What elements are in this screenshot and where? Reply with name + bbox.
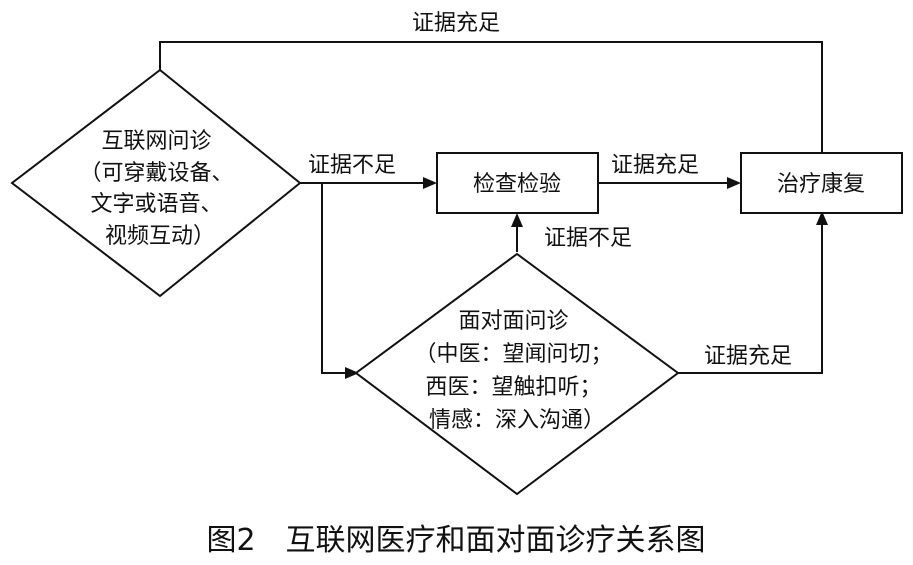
edge-label-exam-to-treatment: 证据充足 xyxy=(611,153,699,178)
exam-test-label: 检查检验 xyxy=(473,172,561,197)
internet-consultation-label: 互联网问诊 （可穿戴设备、 文字或语音、 视频互动） xyxy=(79,129,240,249)
edge-f2f-to-treatment xyxy=(678,222,823,374)
internet-consultation-decision xyxy=(10,68,302,298)
figure-caption: 图2 互联网医疗和面对面诊疗关系图 xyxy=(206,523,705,558)
treatment-rehab-box xyxy=(740,152,903,214)
arrowhead-treatment-left xyxy=(727,177,741,189)
arrowhead-treatment-bottom xyxy=(816,211,828,225)
arrowhead-exam-bottom xyxy=(511,213,523,227)
edge-label-internet-to-exam: 证据不足 xyxy=(308,153,396,178)
face-to-face-consultation-decision xyxy=(354,252,680,496)
edge-label-f2f-to-exam: 证据不足 xyxy=(544,226,632,251)
face-to-face-consultation-label: 面对面问诊 （中医：望闻问切； 西医：望触扣听； 情感：深入沟通） xyxy=(414,309,619,433)
edge-branch-to-f2f xyxy=(321,183,348,374)
edge-label-f2f-to-treatment: 证据充足 xyxy=(704,344,792,369)
edge-label-internet-to-treatment: 证据充足 xyxy=(412,11,500,36)
arrowhead-exam-left xyxy=(423,177,437,189)
arrowhead-f2f-left xyxy=(345,367,359,379)
edge-internet-to-treatment xyxy=(159,41,823,155)
exam-test-box xyxy=(436,152,599,214)
treatment-rehab-label: 治疗康复 xyxy=(777,172,865,197)
